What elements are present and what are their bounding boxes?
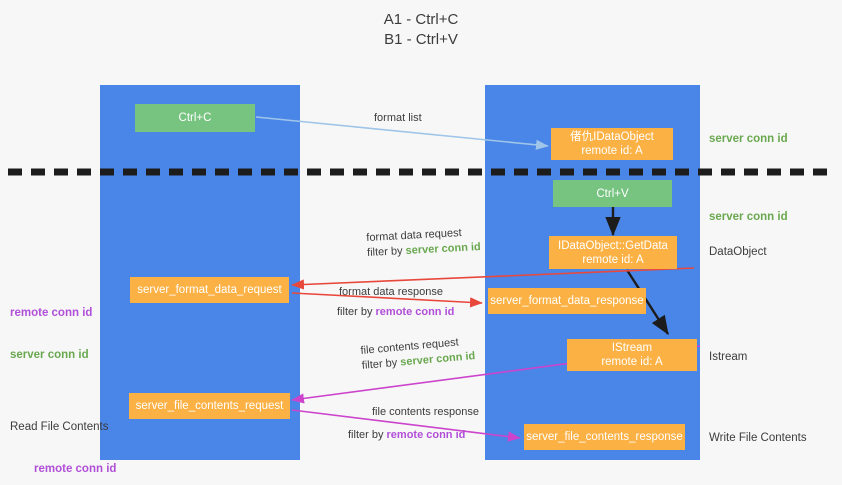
filter-value-remote-conn-id: remote conn id bbox=[386, 429, 466, 441]
node-istream-label: IStream bbox=[611, 342, 653, 354]
label-server-conn-id-upper: server conn id bbox=[10, 349, 89, 361]
label-read-file-contents: Read File Contents bbox=[10, 421, 109, 433]
node-istream[interactable]: IStream remote id: A bbox=[567, 339, 697, 371]
filter-prefix: filter by bbox=[361, 356, 401, 372]
node-server-format-data-response[interactable]: server_format_data_response bbox=[488, 288, 646, 314]
node-getdata[interactable]: IDataObject::GetData remote id: A bbox=[549, 236, 677, 269]
node-server-file-contents-response[interactable]: server_file_contents_response bbox=[524, 424, 685, 450]
label-conn-ids-upper: remote conn id server conn id bbox=[10, 278, 92, 390]
arrow-label-format-data-request: format data request filter by server con… bbox=[366, 225, 481, 261]
arrow-label-format-data-response-line2: filter by remote conn id bbox=[337, 305, 454, 320]
node-ctrl-v-label: Ctrl+V bbox=[596, 187, 629, 200]
label-server-conn-id-top: server conn id bbox=[709, 133, 788, 145]
arrow-label-file-contents-request: file contents request filter by server c… bbox=[360, 334, 476, 374]
filter-value-server-conn-id: server conn id bbox=[405, 241, 482, 257]
node-server-format-data-request[interactable]: server_format_data_request bbox=[130, 277, 289, 303]
node-ctrl-c-label: Ctrl+C bbox=[178, 112, 212, 124]
label-dataobject: DataObject bbox=[709, 246, 767, 258]
arrow-label-file-contents-response: file contents response filter by remote … bbox=[348, 405, 479, 443]
node-istream-sub: remote id: A bbox=[601, 356, 663, 368]
node-getdata-label: IDataObject::GetData bbox=[558, 239, 668, 252]
node-server-format-data-response-label: server_format_data_response bbox=[490, 295, 644, 307]
arrow-label-format-data-response: format data response filter by remote co… bbox=[337, 285, 454, 320]
node-server-file-contents-request-label: server_file_contents_request bbox=[135, 400, 284, 412]
node-getdata-sub: remote id: A bbox=[582, 253, 644, 266]
filter-prefix: filter by bbox=[366, 244, 406, 259]
arrow-label-format-list: format list bbox=[374, 112, 422, 124]
node-idataobject-label: 偖仇IDataObject bbox=[570, 131, 654, 143]
filter-prefix: filter by bbox=[348, 429, 387, 441]
node-server-format-data-request-label: server_format_data_request bbox=[137, 284, 282, 296]
page-title: A1 - Ctrl+C B1 - Ctrl+V bbox=[383, 11, 459, 48]
filter-value-remote-conn-id: remote conn id bbox=[375, 306, 455, 318]
node-ctrl-c[interactable]: Ctrl+C bbox=[135, 104, 255, 132]
label-write-file-contents: Write File Contents bbox=[709, 432, 807, 444]
node-server-file-contents-response-label: server_file_contents_response bbox=[526, 431, 683, 443]
node-idataobject[interactable]: 偖仇IDataObject remote id: A bbox=[551, 128, 673, 160]
arrow-label-format-data-response-line1: format data response bbox=[339, 286, 443, 298]
label-remote-conn-id-upper: remote conn id bbox=[10, 307, 93, 319]
label-remote-conn-id-lower: remote conn id bbox=[34, 463, 117, 475]
arrow-label-file-contents-response-line2: filter by remote conn id bbox=[348, 428, 479, 443]
node-idataobject-sub: remote id: A bbox=[581, 145, 643, 157]
label-istream: Istream bbox=[709, 351, 748, 363]
filter-prefix: filter by bbox=[337, 306, 376, 318]
label-server-conn-id-mid: server conn id bbox=[709, 211, 788, 223]
node-ctrl-v[interactable]: Ctrl+V bbox=[553, 180, 672, 207]
label-conn-ids-lower: Read File Contents remote conn id server… bbox=[10, 392, 116, 485]
node-server-file-contents-request[interactable]: server_file_contents_request bbox=[129, 393, 290, 419]
arrow-label-file-contents-response-line1: file contents response bbox=[372, 406, 480, 418]
